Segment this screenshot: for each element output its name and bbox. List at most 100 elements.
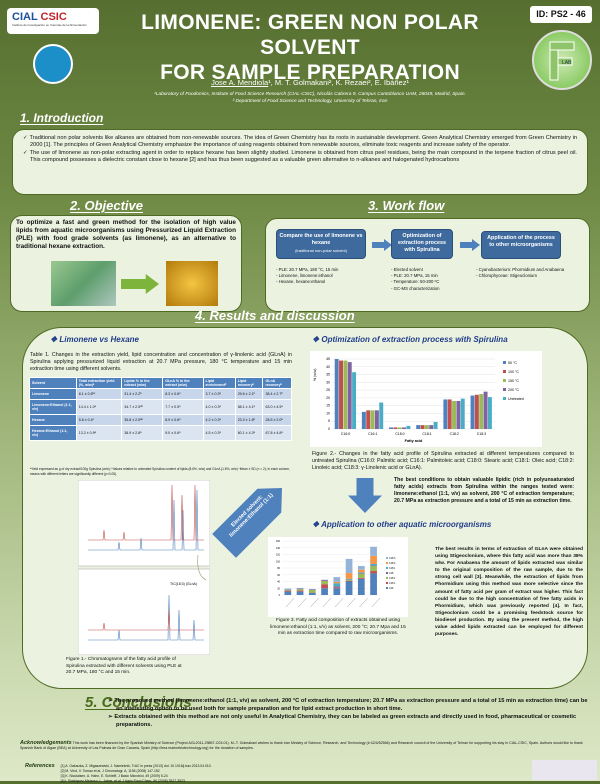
stacked-bar-segment bbox=[321, 584, 328, 588]
bar bbox=[421, 425, 425, 429]
table-cell: 34.7 ± 2.5ᵃᵇ bbox=[122, 400, 163, 415]
chromatograms-figure: TIC(18:3) (GLnA) bbox=[78, 480, 210, 655]
bar bbox=[488, 397, 492, 429]
x-tick-label-placeholder bbox=[360, 598, 368, 607]
table-cell: 13.2 ± 0.9ᵃ bbox=[76, 426, 122, 441]
bar bbox=[471, 396, 475, 429]
authors: Jose A. Mendiola¹, M. T. Golmakani², K. … bbox=[100, 78, 520, 87]
figure-1-caption: Figure 1.- Chromatograms of the fatty ac… bbox=[66, 657, 191, 677]
legend-label: 200 °C bbox=[508, 388, 519, 392]
table-cell: 29.6 ± 2.1ᵇ bbox=[235, 389, 263, 400]
table-cell: 38.9 ± 2.8ᵃ bbox=[122, 426, 163, 441]
table-footnote: ᵃYield expressed as g of dry extract/100… bbox=[30, 467, 292, 476]
stacked-bar-segment bbox=[333, 587, 340, 588]
y-tick-label: 40 bbox=[326, 365, 330, 369]
y-tick-label: 160 bbox=[276, 540, 281, 543]
table-header-cell: Solvent bbox=[30, 378, 77, 389]
stacked-bar-segment bbox=[333, 577, 340, 582]
arrow-right-icon bbox=[472, 239, 480, 251]
table-cell: 4.2 ± 0.3ᵃ bbox=[203, 415, 235, 426]
stacked-bar-segment bbox=[346, 580, 353, 581]
microalgae-image bbox=[51, 261, 116, 306]
affiliations: ¹Laboratory of Foodomics, Institute of F… bbox=[80, 91, 540, 105]
y-tick-label: 35 bbox=[326, 373, 330, 377]
y-axis-label: % (w/w) bbox=[313, 369, 317, 381]
stacked-bar-segment bbox=[370, 573, 377, 595]
stacked-bar-segment bbox=[358, 573, 365, 574]
stacked-bar-segment bbox=[370, 571, 377, 573]
table-cell: 8.3 ± 0.6ᵃ bbox=[163, 389, 203, 400]
legend-label: 50 °C bbox=[508, 361, 517, 365]
stacked-bar-segment bbox=[346, 582, 353, 596]
table-header-cell: GLnA recoveryᵇ bbox=[263, 378, 292, 389]
secyta-2013-logo bbox=[532, 760, 597, 780]
x-tick-label-placeholder bbox=[298, 598, 306, 607]
table-caption: Table 1. Changes in the extraction yield… bbox=[30, 352, 292, 373]
legend-swatch bbox=[503, 397, 506, 400]
stacked-bar-segment bbox=[358, 574, 365, 578]
stacked-bar-segment bbox=[297, 592, 304, 595]
bar bbox=[398, 427, 402, 429]
stacked-bar-segment bbox=[309, 589, 316, 590]
y-tick-label: 20 bbox=[326, 396, 330, 400]
table-cell: 38.4 ± 2.7ᵇ bbox=[263, 389, 292, 400]
workflow-step-2-details: - Elected solvent- PLE: 20.7 MPa, 15 min… bbox=[391, 267, 439, 292]
table-cell: Hexane bbox=[30, 415, 77, 426]
optimization-heading: ❖ Optimization of extraction process wit… bbox=[312, 335, 508, 344]
figure-3-chart: 020406080100120140160C18:3C18:2C18:1C18C… bbox=[268, 537, 408, 617]
table-cell: 35.8 ± 2.5ᵃᵇ bbox=[122, 415, 163, 426]
table-cell: 3.7 ± 0.3ᵃ bbox=[203, 389, 235, 400]
stacked-bar-segment bbox=[370, 547, 377, 556]
table-cell: 4.5 ± 0.3ᵃ bbox=[203, 426, 235, 441]
legend-swatch bbox=[386, 572, 388, 574]
foodomics-lab-logo: LAB bbox=[532, 30, 592, 90]
legend-swatch bbox=[386, 567, 388, 569]
workflow-step-1: Compare the use of limonene vs hexane(tr… bbox=[276, 229, 366, 259]
stacked-bar-segment bbox=[358, 579, 365, 595]
y-tick-label: 45 bbox=[326, 357, 330, 361]
y-tick-label: 5 bbox=[328, 419, 330, 423]
y-tick-label: 10 bbox=[326, 411, 330, 415]
bar bbox=[461, 399, 465, 429]
objective-heading: 2. Objective bbox=[70, 198, 143, 213]
poster-id: ID: PS2 - 46 bbox=[530, 6, 592, 23]
legend-swatch bbox=[503, 388, 506, 391]
y-tick-label: 0 bbox=[328, 427, 330, 431]
table-cell: 8.1 ± 0.6ᵇᶜ bbox=[76, 389, 122, 400]
stacked-bar-segment bbox=[321, 581, 328, 584]
y-tick-label: 40 bbox=[277, 581, 280, 584]
bar bbox=[402, 427, 406, 429]
legend-swatch bbox=[386, 582, 388, 584]
legend-label: C18:3 bbox=[389, 557, 396, 560]
stacked-bar-segment bbox=[321, 580, 328, 581]
y-tick-label: 140 bbox=[276, 547, 281, 550]
table-cell: 63.0 ± 4.5ᵃ bbox=[263, 400, 292, 415]
y-tick-label: 80 bbox=[277, 567, 280, 570]
stacked-bar-segment bbox=[284, 590, 291, 591]
objective-box: To optimize a fast and green method for … bbox=[10, 215, 242, 312]
table-cell: 23.3 ± 1.6ᵇ bbox=[235, 415, 263, 426]
table-cell: Limonene:Ethanol (1:1, v/v) bbox=[30, 400, 77, 415]
x-tick-label: C16:1 bbox=[368, 432, 377, 436]
conclusions-list: ➢ The proposed method (limonene:ethanol … bbox=[108, 697, 592, 729]
table-cell: 31.4 ± 2.2ᵇ bbox=[122, 389, 163, 400]
table-cell: 14.4 ± 1.0ᵃ bbox=[76, 400, 122, 415]
intro-heading: 1. Introduction bbox=[20, 111, 103, 125]
figure-2-caption: Figure 2.- Changes in the fatty acid pro… bbox=[312, 451, 574, 472]
bar bbox=[348, 362, 352, 429]
x-tick-label: C18:3 bbox=[477, 432, 486, 436]
stacked-bar-segment bbox=[346, 573, 353, 579]
stacked-bar-segment bbox=[333, 583, 340, 586]
oil-drop-image bbox=[166, 261, 218, 306]
stacked-bar-segment bbox=[297, 591, 304, 592]
table-cell: 4.0 ± 0.3ᵃ bbox=[203, 400, 235, 415]
legend-label: 100 °C bbox=[508, 370, 519, 374]
bar bbox=[416, 425, 420, 429]
stacked-bar-segment bbox=[333, 587, 340, 588]
table-header-cell: GLnA % in the extract (w/w) bbox=[163, 378, 203, 389]
stacked-bar-segment bbox=[333, 582, 340, 583]
